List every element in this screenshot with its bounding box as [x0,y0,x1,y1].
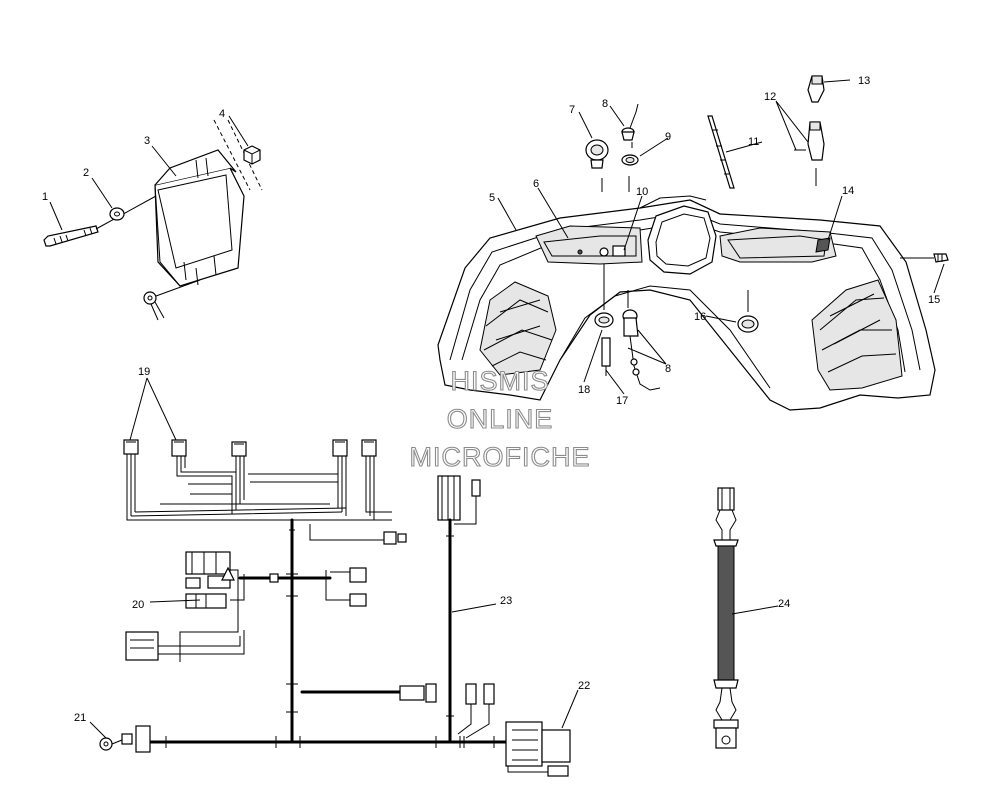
fuse-holder [794,121,825,186]
callout-10: 10 [636,186,648,198]
ground-lead [99,725,151,753]
strap [707,115,735,189]
callout-1: 1 [42,191,48,203]
callout-8: 8 [602,98,608,110]
callout-23: 23 [500,595,512,607]
washer [109,207,125,221]
dash-panel [437,195,936,411]
callout-8-lower: 8 [665,363,671,375]
watermark-line-3: MICROFICHE [410,442,591,472]
bolt [43,195,157,247]
branch-harness [300,475,495,742]
nut [243,145,261,165]
callout-15: 15 [928,294,940,306]
ignition-switch [622,290,661,391]
connector-cluster [125,551,367,662]
grommet [737,290,759,333]
watermark-line-1: HISMIS [450,366,549,396]
callout-5: 5 [489,192,495,204]
callout-6: 6 [533,178,539,190]
callout-21: 21 [74,712,86,724]
key-switch-top [621,103,639,148]
leader-lines [49,79,945,739]
callout-18: 18 [578,384,590,396]
callout-2: 2 [83,167,89,179]
switch-boot [594,264,614,328]
bezel-nut [621,154,639,192]
junction-block [505,721,571,777]
callout-9: 9 [665,131,671,143]
callout-20: 20 [132,599,144,611]
extension-harness [713,487,739,749]
callout-24: 24 [778,598,790,610]
ground-run [148,736,510,748]
callout-16: 16 [694,311,706,323]
callout-22: 22 [578,680,590,692]
indicator-lamp [601,337,611,376]
control-module [154,119,263,287]
callout-4: 4 [219,108,225,120]
ring-terminal [143,279,201,321]
watermark: HISMIS ONLINE MICROFICHE [409,365,591,472]
main-harness [123,439,407,742]
callout-12: 12 [764,91,776,103]
fuse [807,75,825,103]
knob [585,139,609,192]
screw [900,253,949,263]
callout-13: 13 [858,75,870,87]
callout-11: 11 [748,136,759,148]
watermark-line-2: ONLINE [447,404,554,434]
callout-3: 3 [144,135,150,147]
callout-17: 17 [616,395,628,407]
callout-7: 7 [569,104,575,116]
callout-14: 14 [842,185,854,197]
callout-labels: 1 2 3 4 5 6 7 8 9 10 11 12 13 14 15 16 8… [42,75,940,724]
callout-19: 19 [138,366,150,378]
